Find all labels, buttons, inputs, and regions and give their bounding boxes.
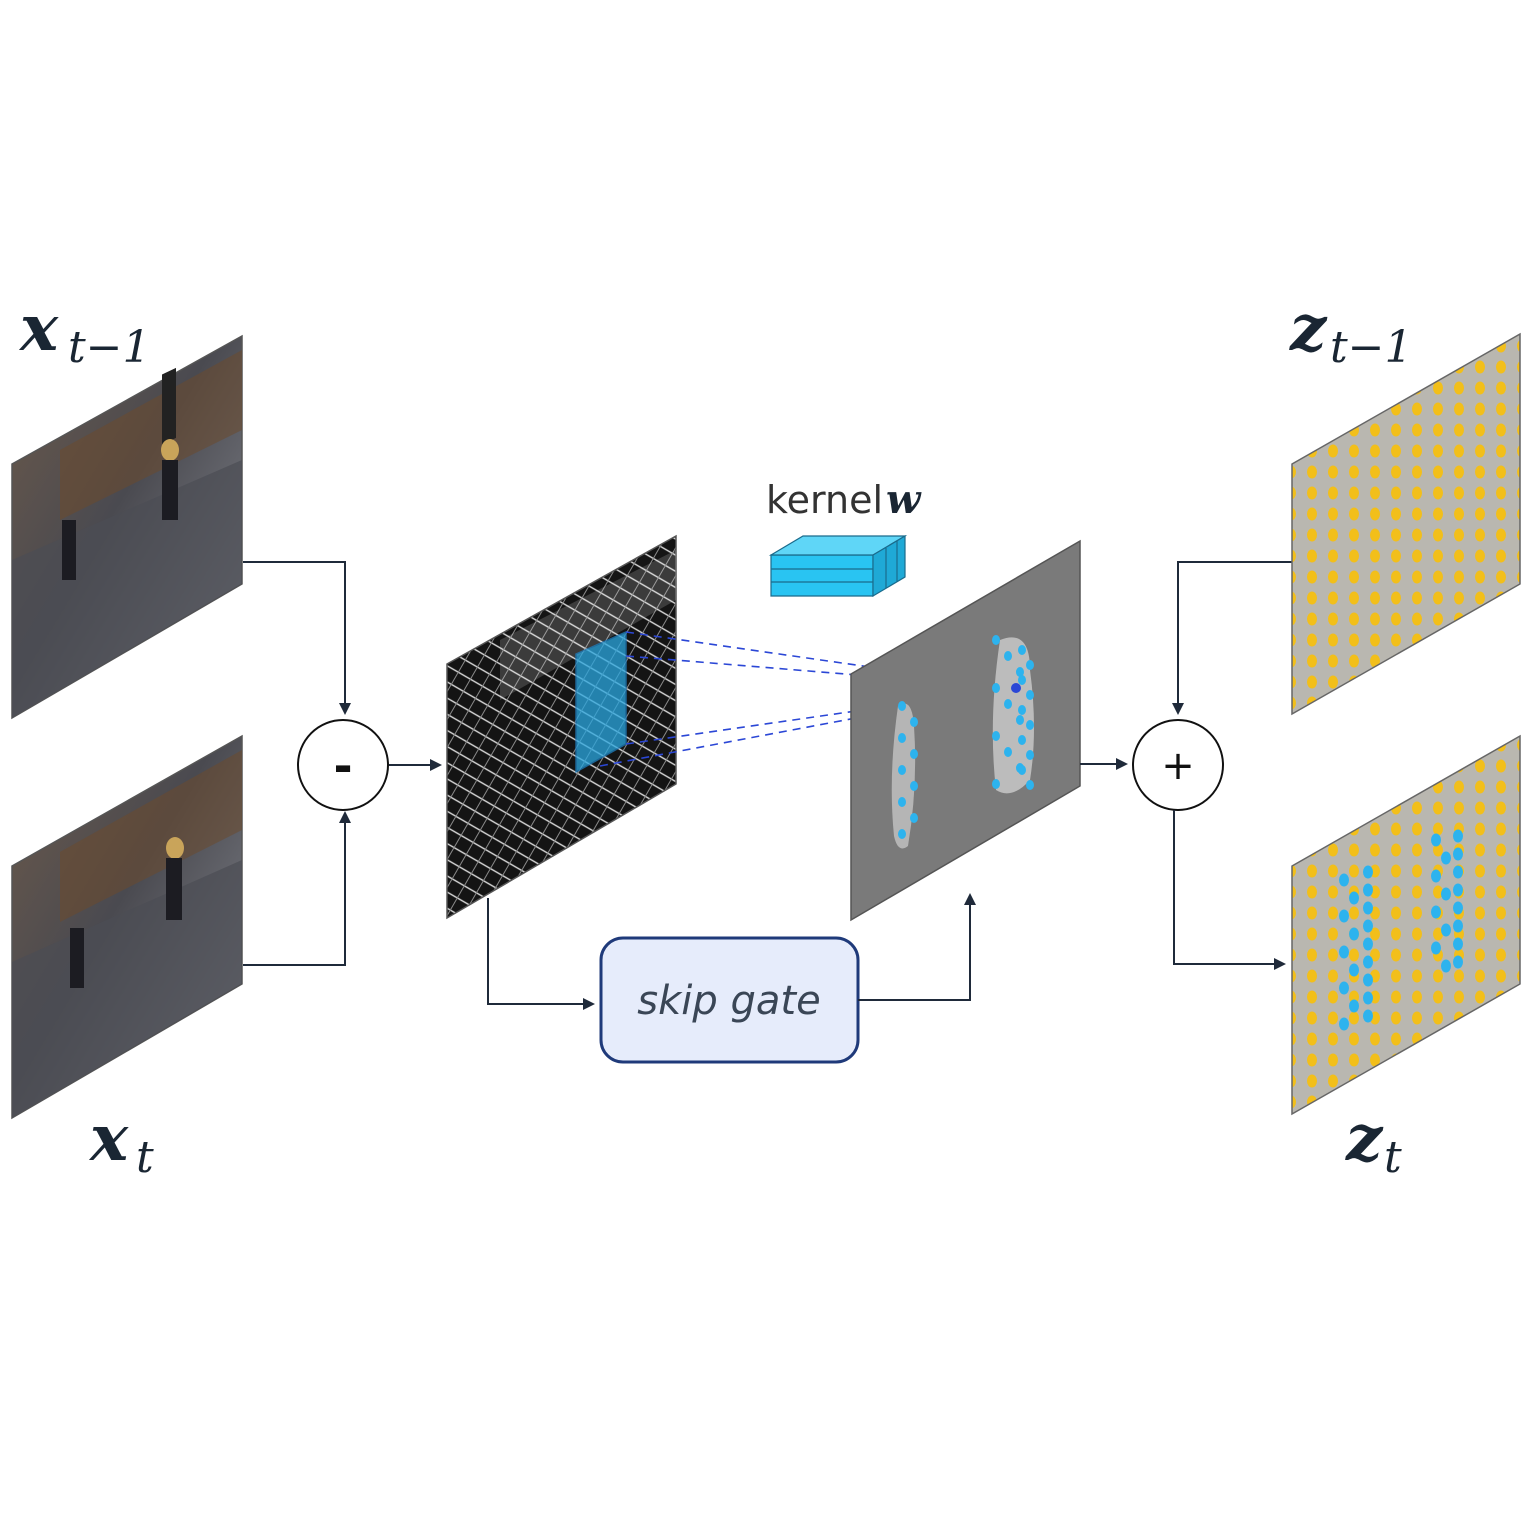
svg-text:x: x: [18, 291, 59, 366]
svg-text:x: x: [88, 1101, 129, 1176]
label-z-prev: z t−1: [1289, 291, 1413, 373]
label-x-prev: x t−1: [18, 291, 151, 373]
subtract-operator: -: [297, 719, 389, 811]
frame-x-curr: [11, 734, 243, 1120]
feature-map-z-prev: [1291, 332, 1521, 716]
svg-text:w: w: [886, 476, 922, 523]
svg-text:t: t: [1384, 1132, 1402, 1183]
arrow-difference-to-skip-gate: [487, 898, 595, 1010]
skip-gate-box: skip gate: [599, 936, 860, 1064]
sparse-update-map: [850, 539, 1081, 922]
svg-text:z: z: [1289, 291, 1328, 366]
svg-text:skip gate: skip gate: [637, 978, 820, 1024]
svg-text:t−1: t−1: [1330, 322, 1413, 373]
kernel-label: kernel w: [766, 476, 922, 523]
arrow-zprev-to-add: [1172, 561, 1292, 715]
difference-map: [446, 534, 677, 920]
arrow-add-to-zcurr: [1173, 810, 1286, 970]
svg-text:+: +: [1161, 743, 1195, 789]
svg-text:z: z: [1345, 1101, 1384, 1176]
arrow-xprev-to-subtract: [243, 561, 351, 715]
svg-text:-: -: [333, 739, 352, 793]
add-operator: +: [1132, 719, 1224, 811]
kernel-block-icon: [768, 534, 908, 598]
label-x-curr: x t: [88, 1101, 154, 1183]
svg-text:kernel: kernel: [766, 478, 883, 522]
frame-x-prev: [11, 334, 243, 720]
arrow-xcurr-to-subtract: [243, 811, 351, 966]
svg-text:t−1: t−1: [68, 322, 151, 373]
label-z-curr: z t: [1345, 1101, 1402, 1183]
svg-text:t: t: [136, 1132, 154, 1183]
arrow-skip-gate-to-sparse: [858, 893, 976, 1001]
feature-map-z-curr: [1291, 734, 1521, 1116]
